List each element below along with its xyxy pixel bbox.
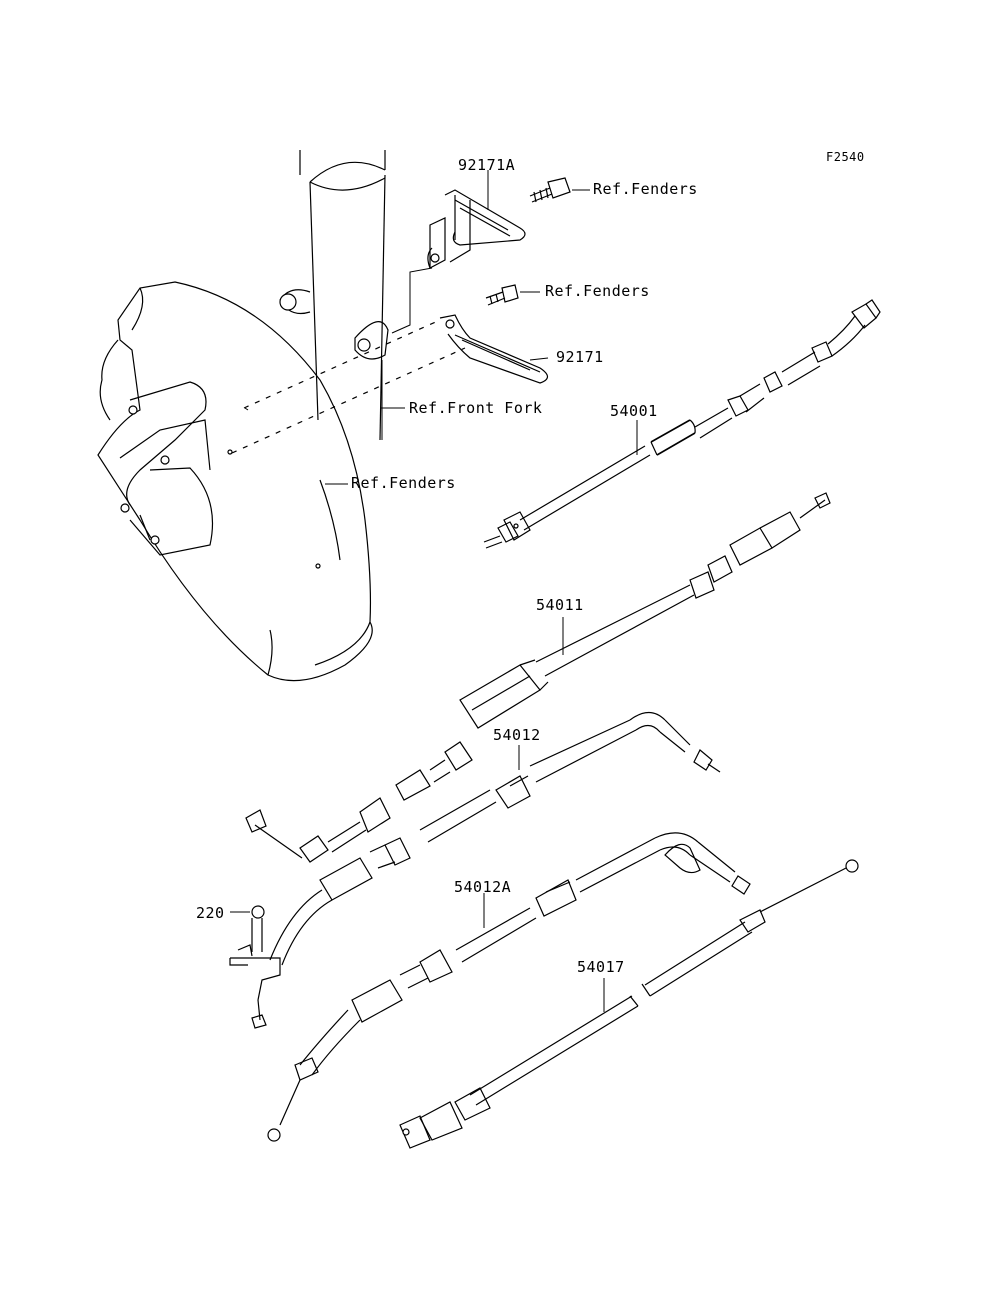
bolt-middle xyxy=(485,284,519,306)
label-54017: 54017 xyxy=(577,958,625,976)
label-92171a: 92171A xyxy=(458,156,515,174)
label-92171: 92171 xyxy=(556,348,604,366)
cable-clamp-220 xyxy=(229,905,281,1029)
label-220: 220 xyxy=(196,904,225,922)
clutch-cable xyxy=(245,492,831,863)
choke-cable xyxy=(399,859,859,1149)
label-ref-fenders-3: Ref.Fenders xyxy=(351,474,456,492)
throttle-cable-open xyxy=(269,711,721,966)
bracket-92171a xyxy=(427,189,526,269)
label-54012: 54012 xyxy=(493,726,541,744)
fastener-line-upper xyxy=(243,319,441,409)
bolt-upper xyxy=(529,177,571,203)
front-fork xyxy=(279,150,389,441)
throttle-cable-close xyxy=(267,832,751,1142)
figure-code: F2540 xyxy=(826,150,865,164)
label-54011: 54011 xyxy=(536,596,584,614)
label-ref-fenders-2: Ref.Fenders xyxy=(545,282,650,300)
bracket-92171 xyxy=(439,314,549,384)
label-54001: 54001 xyxy=(610,402,658,420)
speedometer-cable xyxy=(483,299,881,549)
label-ref-fenders-1: Ref.Fenders xyxy=(593,180,698,198)
label-ref-front-fork: Ref.Front Fork xyxy=(409,399,542,417)
front-fender xyxy=(97,281,373,682)
label-54012a: 54012A xyxy=(454,878,511,896)
